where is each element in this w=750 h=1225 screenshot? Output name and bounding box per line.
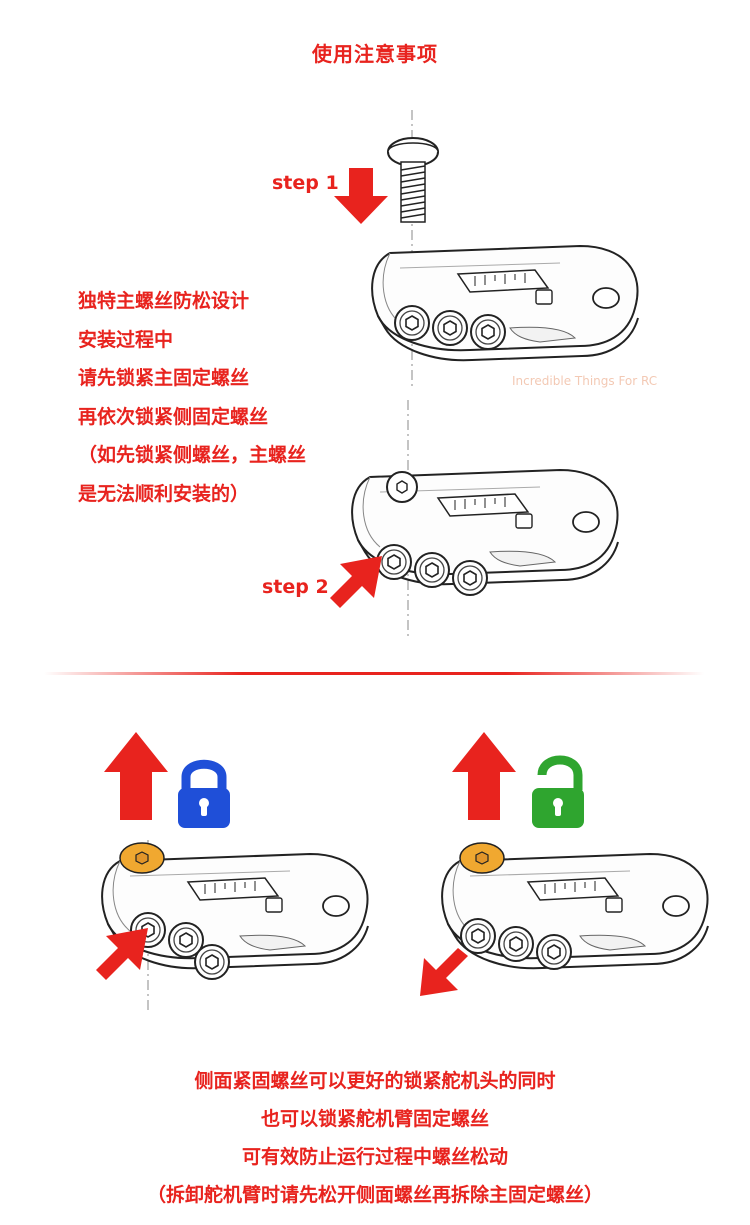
locked-example (96, 732, 369, 1010)
note-line: （如先锁紧侧螺丝，主螺丝 (78, 444, 307, 466)
main-screw (387, 137, 439, 223)
bottom-notes: 侧面紧固螺丝可以更好的锁紧舵机头的同时 也可以锁紧舵机臂固定螺丝 可有效防止运行… (0, 1062, 750, 1214)
bottom-note-line: （拆卸舵机臂时请先松开侧面螺丝再拆除主固定螺丝） (146, 1184, 603, 1206)
bottom-note-line: 可有效防止运行过程中螺丝松动 (241, 1146, 508, 1168)
bottom-note-line: 侧面紧固螺丝可以更好的锁紧舵机头的同时 (194, 1070, 556, 1092)
padlock-closed-icon (178, 759, 230, 828)
step-1-label: step 1 (272, 172, 339, 194)
section-divider (44, 672, 704, 675)
servo-clamp (371, 245, 639, 362)
note-line: 再依次锁紧侧固定螺丝 (78, 405, 269, 428)
bottom-note-line: 也可以锁紧舵机臂固定螺丝 (260, 1108, 489, 1130)
installation-notes: 独特主螺丝防松设计 安装过程中 请先锁紧主固定螺丝 再依次锁紧侧固定螺丝 （如先… (78, 282, 306, 513)
note-line: 请先锁紧主固定螺丝 (78, 367, 250, 389)
page-title: 使用注意事项 (312, 42, 438, 66)
padlock-open-icon (532, 755, 584, 828)
tighten-arrow-icon (96, 928, 148, 980)
step2-diagonal-arrow (330, 556, 382, 608)
step1-down-arrow (334, 168, 388, 224)
step1-assembly (334, 110, 639, 390)
note-line: 安装过程中 (78, 328, 174, 351)
loosen-arrow-icon (420, 948, 468, 996)
up-arrow-icon (104, 732, 168, 820)
note-line: 独特主螺丝防松设计 (78, 290, 250, 312)
step-2-label: step 2 (262, 576, 329, 598)
up-arrow-icon (452, 732, 516, 820)
unlocked-example (420, 732, 709, 996)
watermark-text: Incredible Things For RC (512, 374, 657, 388)
note-line: 是无法顺利安装的） (78, 482, 250, 505)
step2-assembly (330, 400, 619, 640)
